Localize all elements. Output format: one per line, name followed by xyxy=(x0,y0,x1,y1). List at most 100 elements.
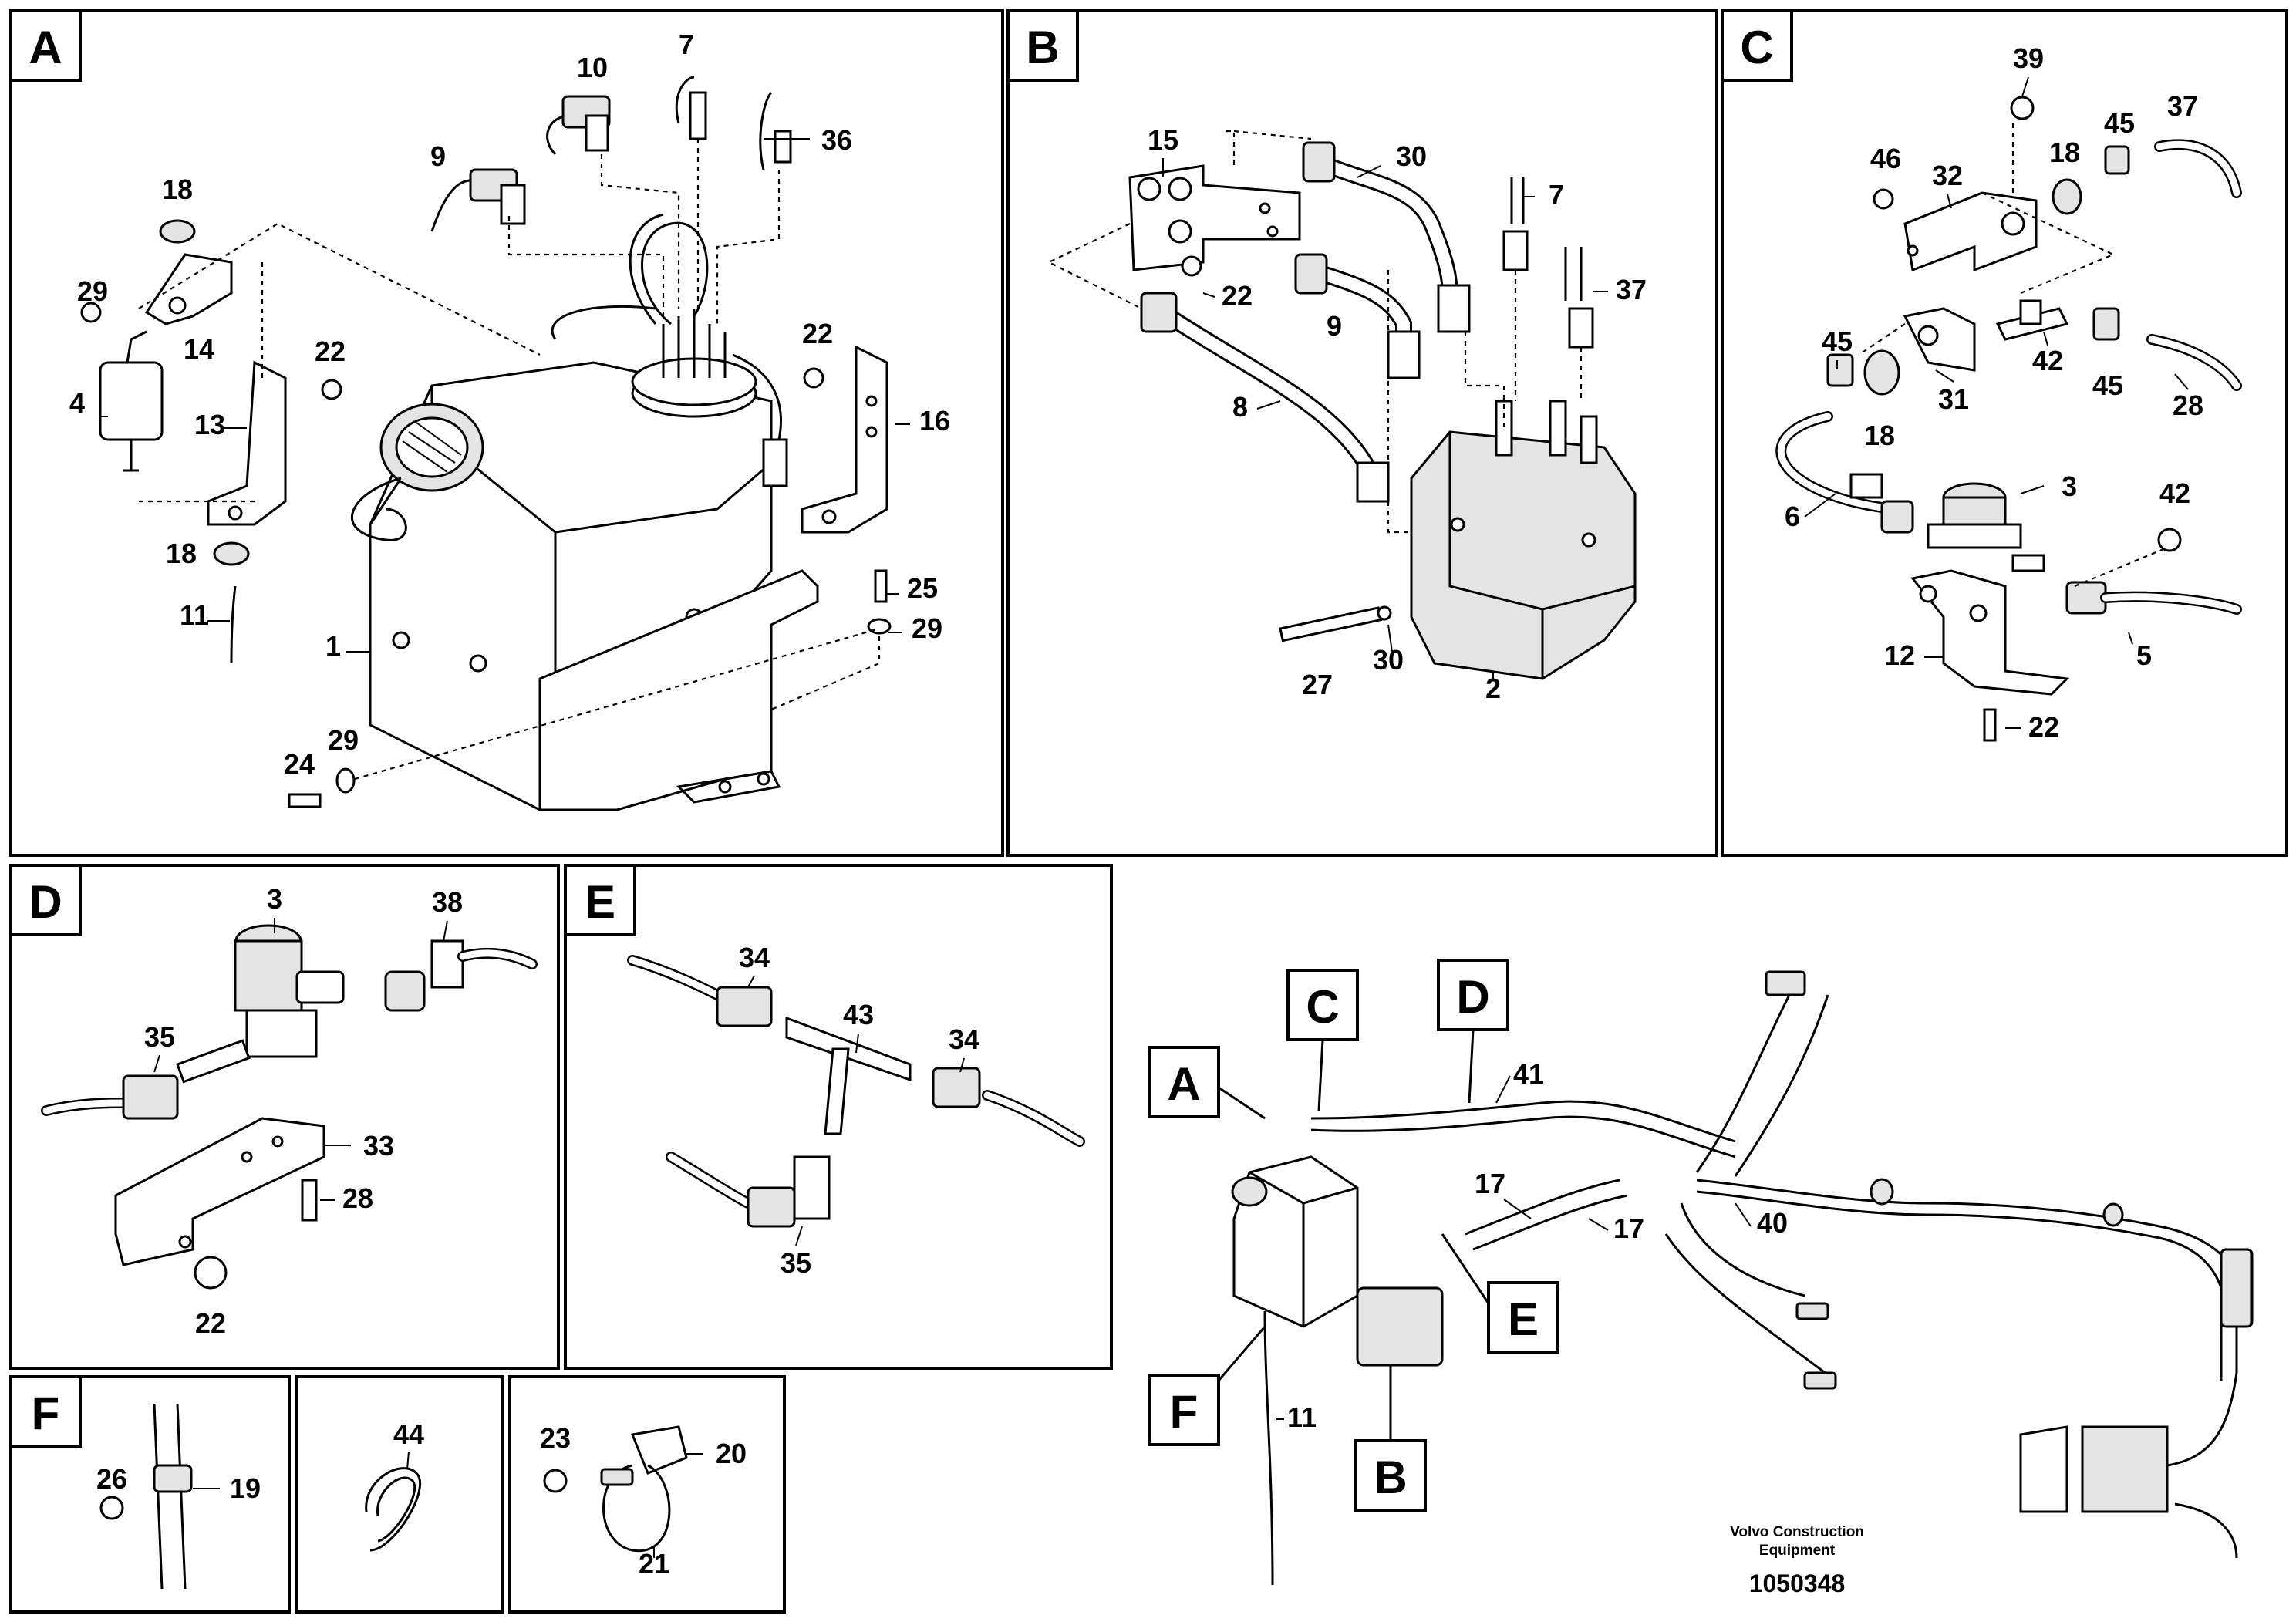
svg-text:B: B xyxy=(1374,1452,1407,1503)
callout: 18 xyxy=(162,174,193,205)
connector-35-d xyxy=(41,1039,251,1120)
callout: 31 xyxy=(1938,383,1969,415)
callout: 9 xyxy=(430,140,446,172)
hose-5 xyxy=(2065,581,2242,615)
panel-d-callouts: 3 38 35 33 28 22 xyxy=(144,883,463,1339)
pipe-11 xyxy=(230,585,237,664)
callout: 25 xyxy=(907,572,938,604)
svg-text:B: B xyxy=(1026,22,1059,73)
overview-callouts: 41 17 17 40 11 xyxy=(1276,1058,1788,1433)
callout: 44 xyxy=(393,1418,424,1450)
callout: 19 xyxy=(230,1472,261,1504)
overview-drawing: A C D E F B xyxy=(1148,959,2254,1586)
svg-text:F: F xyxy=(32,1388,60,1439)
panel-b-drawing xyxy=(1047,130,1637,680)
callout: 18 xyxy=(166,538,197,569)
screw-22-d xyxy=(194,1256,228,1290)
callout: 3 xyxy=(2062,470,2077,502)
connector-36-e xyxy=(627,955,773,1027)
callout: 30 xyxy=(1373,644,1404,676)
bracket-13 xyxy=(207,360,287,526)
callout: 42 xyxy=(2032,345,2063,376)
solenoid-valve-3-c xyxy=(1927,482,2045,572)
connector-7 xyxy=(675,76,707,140)
tank xyxy=(351,213,819,811)
overview-label-b: B xyxy=(1354,1365,1427,1512)
callout: 39 xyxy=(2013,42,2044,74)
callout: 12 xyxy=(1884,639,1915,671)
callout: 41 xyxy=(1513,1058,1544,1090)
screw-26 xyxy=(80,302,102,323)
callout: 28 xyxy=(342,1182,373,1214)
callout: 15 xyxy=(1148,124,1178,156)
callout: 28 xyxy=(2173,389,2203,421)
connector-37 xyxy=(1564,247,1594,349)
callout: 27 xyxy=(1302,669,1333,700)
screw-22-c-top xyxy=(2010,96,2035,120)
filter xyxy=(99,330,164,472)
tee-fitting-43 xyxy=(785,1016,912,1135)
connector-36 xyxy=(759,91,792,170)
callout: 22 xyxy=(1222,280,1253,312)
panel-e-drawing xyxy=(627,955,1085,1228)
callout: 45 xyxy=(1822,325,1853,357)
panel-e-frame xyxy=(564,864,1113,1370)
connector-35-e xyxy=(666,1152,831,1228)
screw-23 xyxy=(543,1469,568,1493)
screw-46 xyxy=(1873,188,1894,210)
callout: 22 xyxy=(2028,711,2059,743)
callout: 20 xyxy=(716,1438,747,1469)
callout: 1 xyxy=(325,630,341,662)
callout: 11 xyxy=(180,599,209,631)
panel-e-callouts: 34 43 34 35 xyxy=(739,942,979,1279)
cable-tie-drawing xyxy=(365,1467,422,1552)
overview-label-d: D xyxy=(1437,959,1509,1104)
panel-c-label: C xyxy=(1721,9,1793,82)
screw-22-c-right xyxy=(2157,528,2182,552)
svg-text:C: C xyxy=(1740,22,1773,73)
panel-e-label: E xyxy=(564,864,636,936)
caption-company-line1: Volvo Construction xyxy=(1730,1524,1864,1540)
callout: 4 xyxy=(69,387,85,419)
hose-39 xyxy=(2146,334,2242,391)
bolt-28-c xyxy=(1983,708,1997,742)
callout: 22 xyxy=(195,1307,226,1339)
callout: 45 xyxy=(2104,107,2135,139)
callout: 5 xyxy=(2136,639,2152,671)
callout: 29 xyxy=(328,724,359,756)
overview-label-e: E xyxy=(1441,1233,1559,1354)
panel-f-frame xyxy=(9,1375,291,1614)
callout: 37 xyxy=(1616,274,1647,305)
clip-45-left xyxy=(1826,353,1854,387)
bracket-32 xyxy=(1903,191,2038,272)
nut-22-b xyxy=(1181,255,1202,277)
callout: 13 xyxy=(194,409,225,440)
callout: 33 xyxy=(363,1130,394,1162)
bolt-27 xyxy=(1279,606,1383,642)
washer-30 xyxy=(1377,605,1392,621)
callout: 37 xyxy=(2167,90,2198,122)
panel-f-drawing xyxy=(99,1403,193,1590)
overview-label-f: F xyxy=(1148,1326,1266,1446)
connector-7-b xyxy=(1502,177,1529,271)
panel-clamp-frame xyxy=(508,1375,786,1614)
panel-f-callouts: 26 19 xyxy=(96,1463,261,1504)
callout: 22 xyxy=(315,336,346,367)
callout: 46 xyxy=(1870,143,1901,174)
panel-a-drawing xyxy=(80,76,892,811)
panel-c-drawing xyxy=(1775,96,2242,742)
cable-tie-callouts: 44 xyxy=(393,1418,424,1470)
bracket-33 xyxy=(114,1117,325,1266)
hose-8 xyxy=(1140,292,1390,503)
callout: 34 xyxy=(949,1023,979,1055)
panel-b-label: B xyxy=(1006,9,1079,82)
bolt-28-d xyxy=(301,1179,318,1222)
overview-label-a: A xyxy=(1148,1046,1266,1120)
callout: 29 xyxy=(77,275,108,307)
clip-19 xyxy=(153,1464,193,1493)
svg-text:E: E xyxy=(1508,1293,1539,1345)
grommet-18-c-top xyxy=(2052,178,2082,215)
grommet-18-c-mid xyxy=(1863,349,1900,396)
document-caption: Volvo Construction Equipment 1050348 xyxy=(1730,1524,1864,1597)
overview-label-c: C xyxy=(1286,969,1359,1111)
